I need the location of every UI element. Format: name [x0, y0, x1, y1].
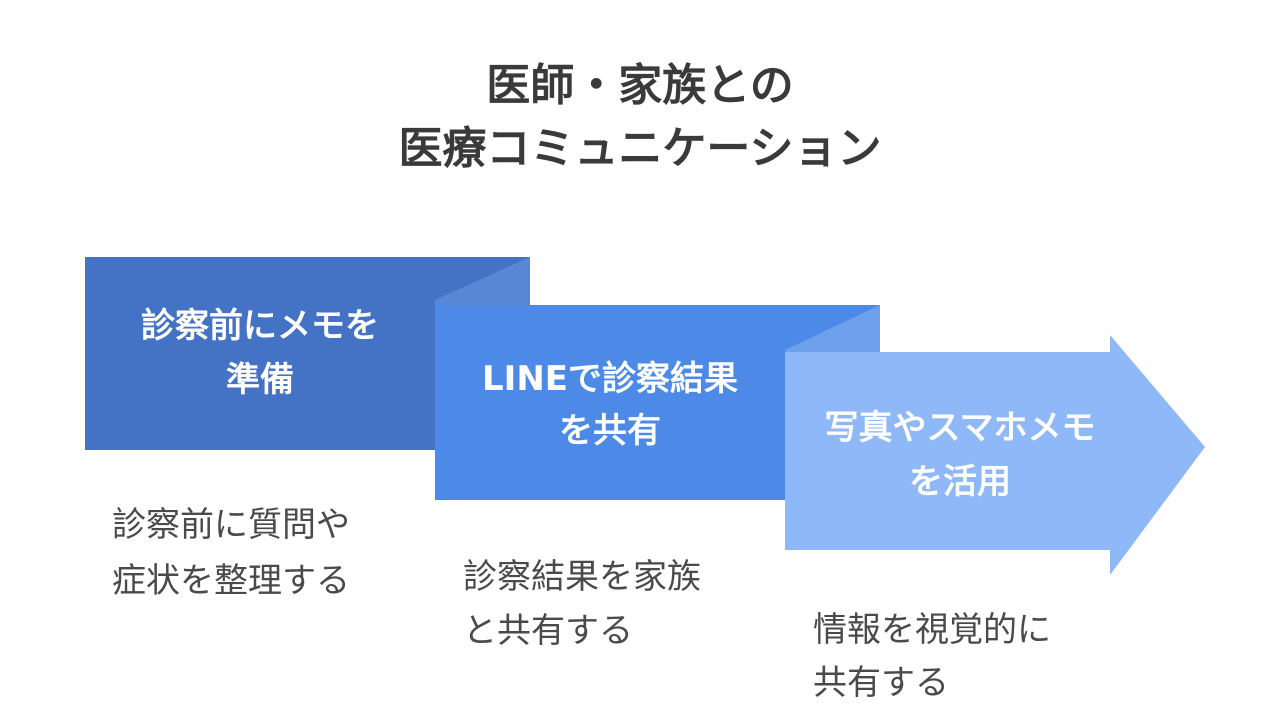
- step-2-description-line2: と共有する: [463, 611, 633, 651]
- step-3-arrow: [785, 335, 1205, 575]
- step-1-description-line1: 診察前に質問や: [112, 505, 350, 545]
- step-3-label-line2: を活用: [909, 462, 1011, 502]
- diagram-title-line2: 医療コミュニケーション: [398, 123, 882, 174]
- step-1-description-line2: 症状を整理する: [112, 561, 350, 601]
- step-3-description-line2: 共有する: [813, 663, 949, 703]
- step-1-fold: [435, 257, 530, 305]
- step-2-fold: [785, 305, 880, 352]
- step-2-description-line1: 診察結果を家族: [463, 557, 701, 597]
- diagram-title-line1: 医師・家族との: [486, 60, 794, 111]
- step-2-label-line1: LINEで診察結果: [482, 359, 738, 399]
- step-3-description-line1: 情報を視覚的に: [813, 610, 1051, 650]
- step-1-label-line1: 診察前にメモを: [141, 306, 379, 346]
- step-3-label-line1: 写真やスマホメモ: [824, 408, 1096, 448]
- step-2-label-line2: を共有: [559, 411, 661, 451]
- step-1-label-line2: 準備: [226, 360, 294, 400]
